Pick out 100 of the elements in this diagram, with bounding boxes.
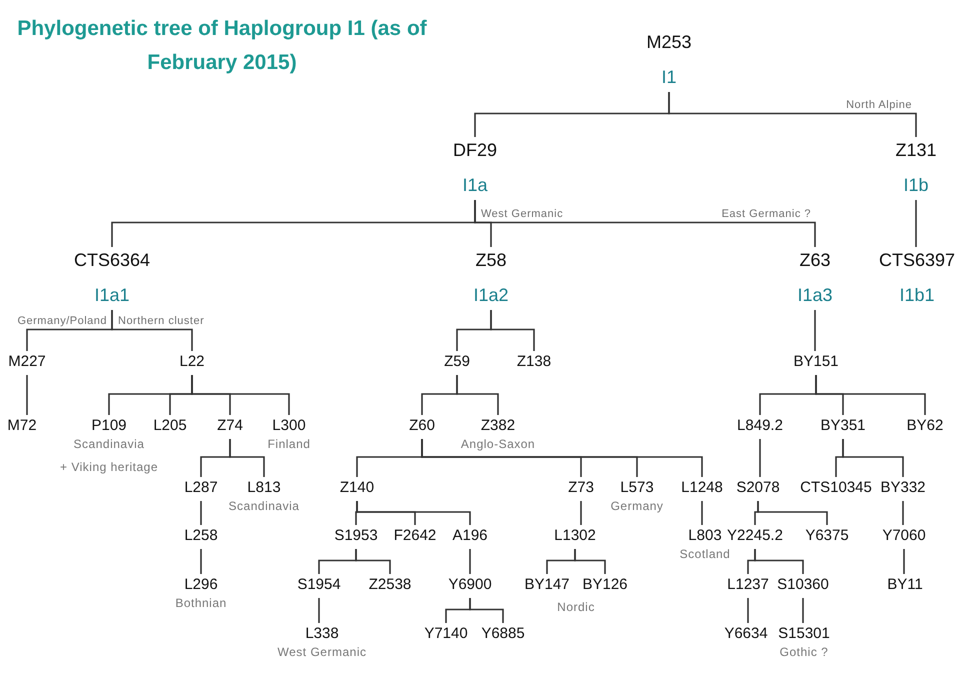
region-note: Gothic ? — [780, 645, 828, 659]
tree-connector — [814, 310, 816, 351]
marker-label: BY126 — [582, 576, 628, 594]
marker-label: S10360 — [777, 576, 829, 594]
region-note: Germany — [610, 499, 664, 513]
tree-connector — [902, 501, 904, 525]
region-note: Bothnian — [175, 596, 227, 610]
marker-label: L296 — [184, 576, 218, 594]
edge-label: West Germanic — [480, 206, 564, 220]
marker-label: L205 — [153, 417, 187, 435]
marker-label: BY332 — [880, 479, 926, 497]
marker-label: Z59 — [444, 353, 470, 371]
marker-label: Y7140 — [424, 625, 468, 643]
tree-connector — [903, 549, 905, 574]
haplogroup-label: I1a2 — [473, 284, 509, 306]
region-note: Scotland — [680, 547, 730, 561]
tree-connector — [815, 375, 926, 415]
marker-label: DF29 — [453, 139, 497, 161]
diagram-title: Phylogenetic tree of Haplogroup I1 (as of February 2015) — [16, 16, 428, 76]
region-note: Scandinavia — [74, 437, 144, 451]
marker-label: M227 — [8, 353, 46, 371]
marker-label: Y6885 — [481, 625, 525, 643]
region-note: West Germanic — [278, 645, 366, 659]
tree-connector — [474, 200, 816, 247]
marker-label: Z74 — [217, 417, 243, 435]
tree-connector — [456, 375, 499, 415]
marker-label: Y7060 — [882, 527, 926, 545]
tree-connector — [111, 310, 193, 351]
edge-label: Northern cluster — [117, 314, 206, 328]
marker-label: L573 — [620, 479, 654, 497]
edge-label: Germany/Poland — [16, 314, 108, 328]
marker-label: Z131 — [895, 139, 937, 161]
region-note: Nordic — [557, 600, 595, 614]
marker-label: BY351 — [820, 417, 866, 435]
haplogroup-label: I1b1 — [899, 284, 935, 306]
marker-label: Y6900 — [448, 576, 492, 594]
tree-connector — [490, 310, 535, 351]
tree-connector — [754, 549, 804, 574]
marker-label: L813 — [247, 479, 281, 497]
marker-label: BY151 — [793, 353, 839, 371]
tree-connector — [200, 549, 202, 574]
edge-label: North Alpine — [845, 98, 913, 112]
marker-label: Z58 — [475, 249, 506, 271]
marker-label: CTS6364 — [74, 249, 150, 271]
marker-label: Z73 — [568, 479, 594, 497]
marker-label: F2642 — [394, 527, 436, 545]
marker-label: Y6634 — [724, 625, 768, 643]
tree-connector — [229, 439, 265, 477]
marker-label: L258 — [184, 527, 218, 545]
marker-label: BY147 — [524, 576, 570, 594]
marker-label: L1302 — [554, 527, 596, 545]
marker-label: M253 — [646, 31, 692, 53]
tree-connector — [469, 598, 504, 623]
marker-label: L849.2 — [737, 417, 783, 435]
tree-connector — [421, 439, 703, 477]
marker-label: S2078 — [736, 479, 780, 497]
tree-connector — [802, 598, 804, 623]
region-note: + Viking heritage — [60, 460, 158, 474]
tree-connector — [842, 439, 904, 477]
marker-label: BY62 — [906, 417, 944, 435]
tree-connector — [747, 598, 749, 623]
tree-connector — [356, 501, 471, 525]
tree-connector — [574, 549, 606, 574]
marker-label: Z382 — [480, 417, 516, 435]
marker-label: L300 — [272, 417, 306, 435]
region-note: Anglo-Saxon — [460, 437, 536, 451]
tree-connector — [318, 598, 320, 623]
haplogroup-label: I1b — [903, 174, 929, 196]
tree-connector — [915, 200, 917, 247]
marker-label: S15301 — [778, 625, 830, 643]
tree-connector — [469, 549, 471, 574]
marker-label: L22 — [179, 353, 205, 371]
marker-label: M72 — [7, 417, 37, 435]
tree-connector — [191, 375, 290, 415]
tree-connector — [200, 501, 202, 525]
edge-label: East Germanic ? — [720, 206, 812, 220]
marker-label: Y2245.2 — [727, 527, 783, 545]
region-note: Finland — [268, 437, 310, 451]
haplogroup-label: I1a1 — [94, 284, 130, 306]
marker-label: Z63 — [799, 249, 830, 271]
haplogroup-label: I1a — [462, 174, 488, 196]
marker-label: L803 — [688, 527, 722, 545]
tree-connector — [759, 439, 761, 477]
haplogroup-label: I1 — [661, 66, 676, 88]
tree-connector — [580, 501, 582, 525]
marker-label: S1953 — [334, 527, 378, 545]
tree-connector — [355, 549, 391, 574]
marker-label: L1248 — [681, 479, 723, 497]
marker-label: Z138 — [516, 353, 552, 371]
marker-label: P109 — [91, 417, 127, 435]
marker-label: Z2538 — [368, 576, 412, 594]
region-note: Scandinavia — [228, 499, 300, 513]
marker-label: L1237 — [727, 576, 769, 594]
tree-connector — [668, 92, 917, 137]
marker-label: L338 — [305, 625, 339, 643]
haplogroup-label: I1a3 — [797, 284, 833, 306]
marker-label: BY11 — [887, 576, 923, 594]
tree-connector — [701, 501, 703, 525]
marker-label: CTS10345 — [800, 479, 872, 497]
marker-label: Z140 — [340, 479, 374, 497]
